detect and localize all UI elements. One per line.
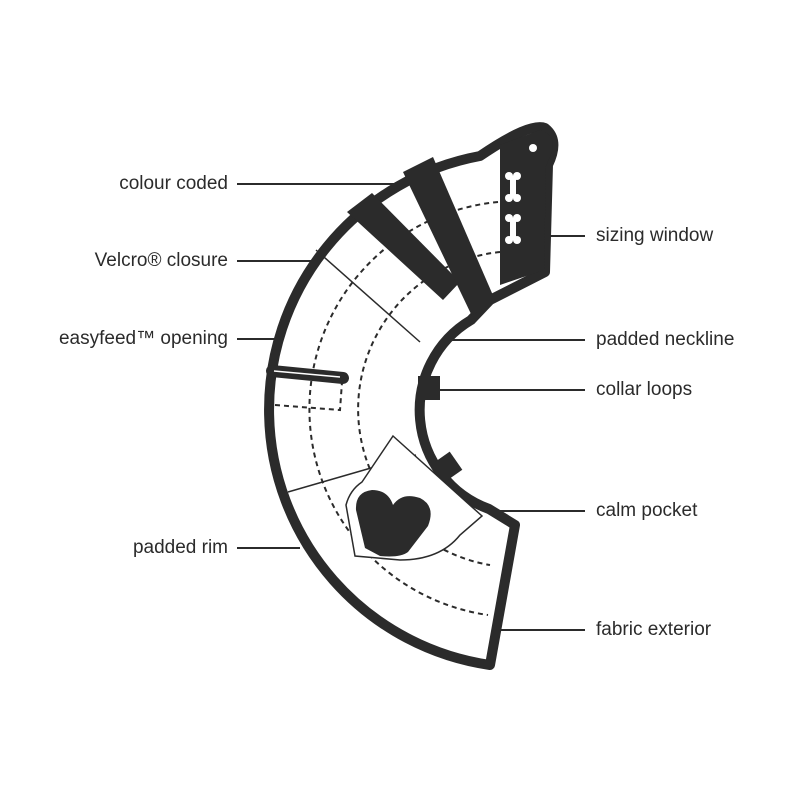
collar-loop — [431, 451, 463, 483]
colour-coded-strap — [347, 193, 460, 300]
collar-body — [264, 122, 559, 670]
label-padded-neckline: padded neckline — [596, 329, 735, 350]
label-fabric-exterior: fabric exterior — [596, 619, 712, 640]
label-easyfeed-opening: easyfeed™ opening — [58, 328, 228, 349]
bone-icon — [505, 214, 521, 244]
stitching — [274, 201, 501, 616]
label-collar-loops: collar loops — [596, 379, 693, 400]
label-calm-pocket: calm pocket — [596, 500, 698, 521]
sizing-window — [500, 130, 553, 285]
label-velcro-closure: Velcro® closure — [94, 250, 228, 271]
bone-icon — [505, 172, 521, 202]
colour-coded-strap — [403, 157, 495, 316]
label-sizing-window: sizing window — [596, 225, 714, 246]
collar-loop — [418, 376, 440, 400]
label-colour-coded: colour coded — [119, 173, 228, 194]
velcro-seam — [315, 249, 421, 343]
label-padded-rim: padded rim — [132, 537, 228, 558]
slot-highlight — [273, 370, 341, 378]
tab-hole — [529, 144, 537, 152]
heart-icon — [355, 490, 431, 557]
